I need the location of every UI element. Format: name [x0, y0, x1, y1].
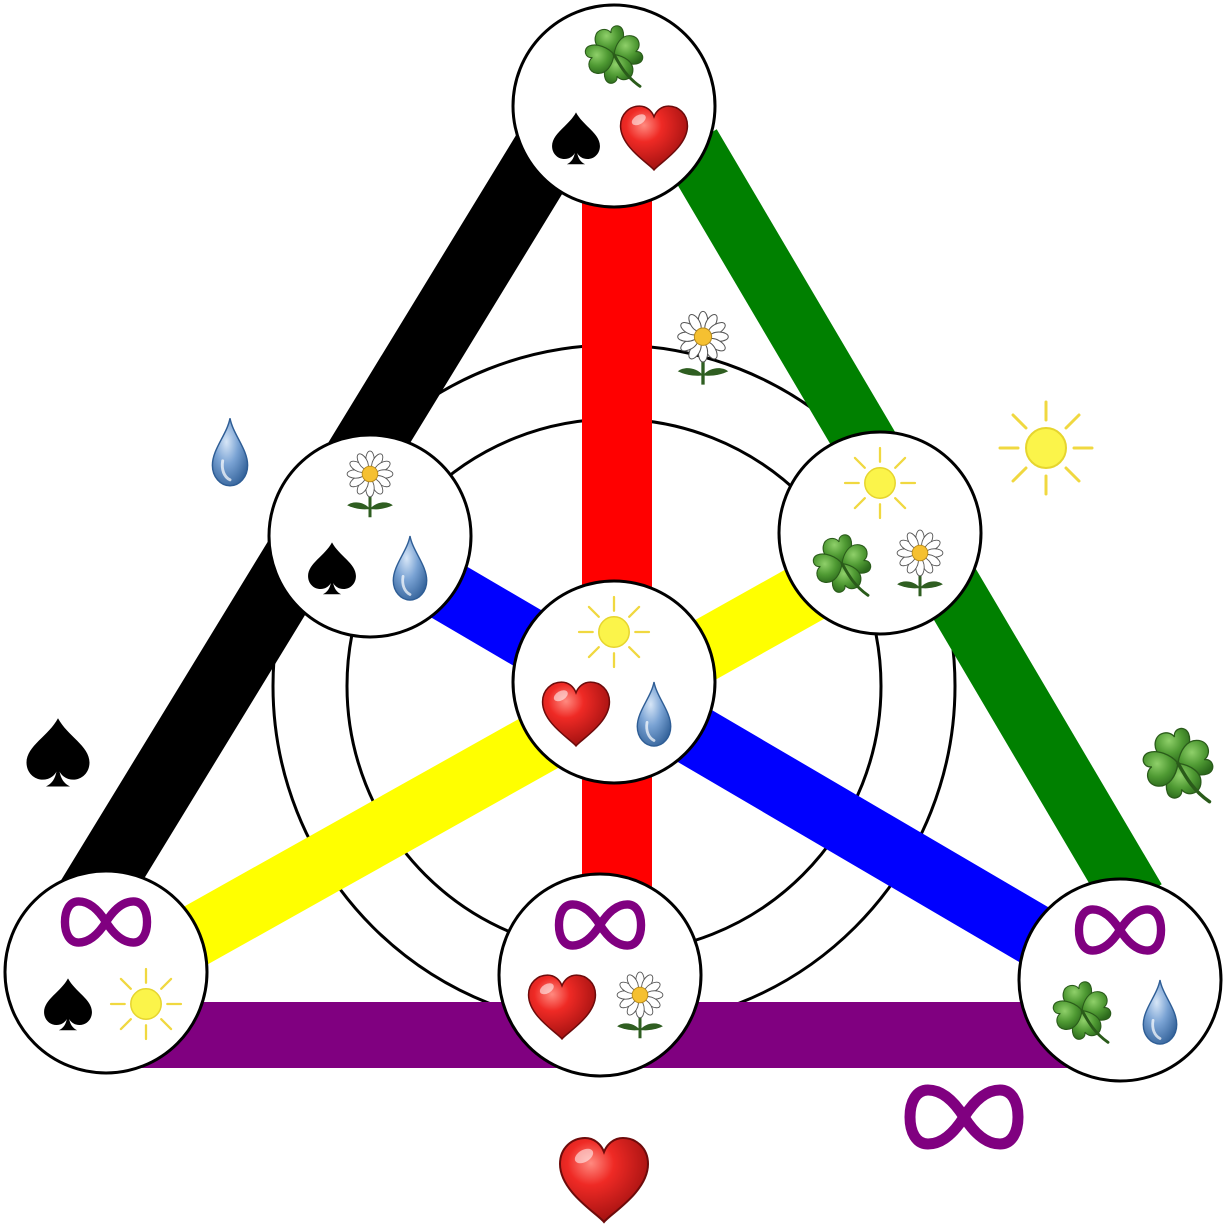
point-upper-right	[777, 430, 983, 636]
point-upper-left	[267, 433, 473, 639]
point-bottom-center	[497, 872, 703, 1078]
infinity-icon	[910, 1090, 1018, 1144]
clover-icon	[1141, 726, 1215, 804]
sun-icon	[998, 400, 1094, 496]
line-label-flower	[676, 310, 730, 387]
drop-icon	[210, 416, 250, 488]
node-layer	[3, 3, 1223, 1083]
heart-icon	[559, 1137, 649, 1223]
flower-icon	[345, 449, 395, 519]
sun-icon	[577, 595, 651, 669]
point-bottom-right	[1017, 877, 1223, 1083]
line-label-infinity	[910, 1090, 1018, 1144]
node-circle	[3, 869, 209, 1075]
flower-icon	[676, 310, 730, 387]
node-circle	[1017, 877, 1223, 1083]
line-label-spade	[26, 718, 90, 787]
node-circle	[497, 872, 703, 1078]
point-top	[511, 3, 717, 209]
flower-icon	[615, 970, 665, 1040]
point-center	[511, 579, 717, 785]
line-label-heart	[559, 1137, 649, 1223]
line-label-sun	[998, 400, 1094, 496]
flower-icon	[895, 528, 945, 598]
sun-icon	[843, 446, 917, 520]
sun-line	[154, 552, 846, 978]
sun-icon	[109, 967, 183, 1041]
line-label-drop	[210, 416, 250, 488]
line-label-clover	[1141, 726, 1215, 804]
spade-icon	[26, 718, 90, 787]
point-bottom-left	[3, 869, 209, 1075]
